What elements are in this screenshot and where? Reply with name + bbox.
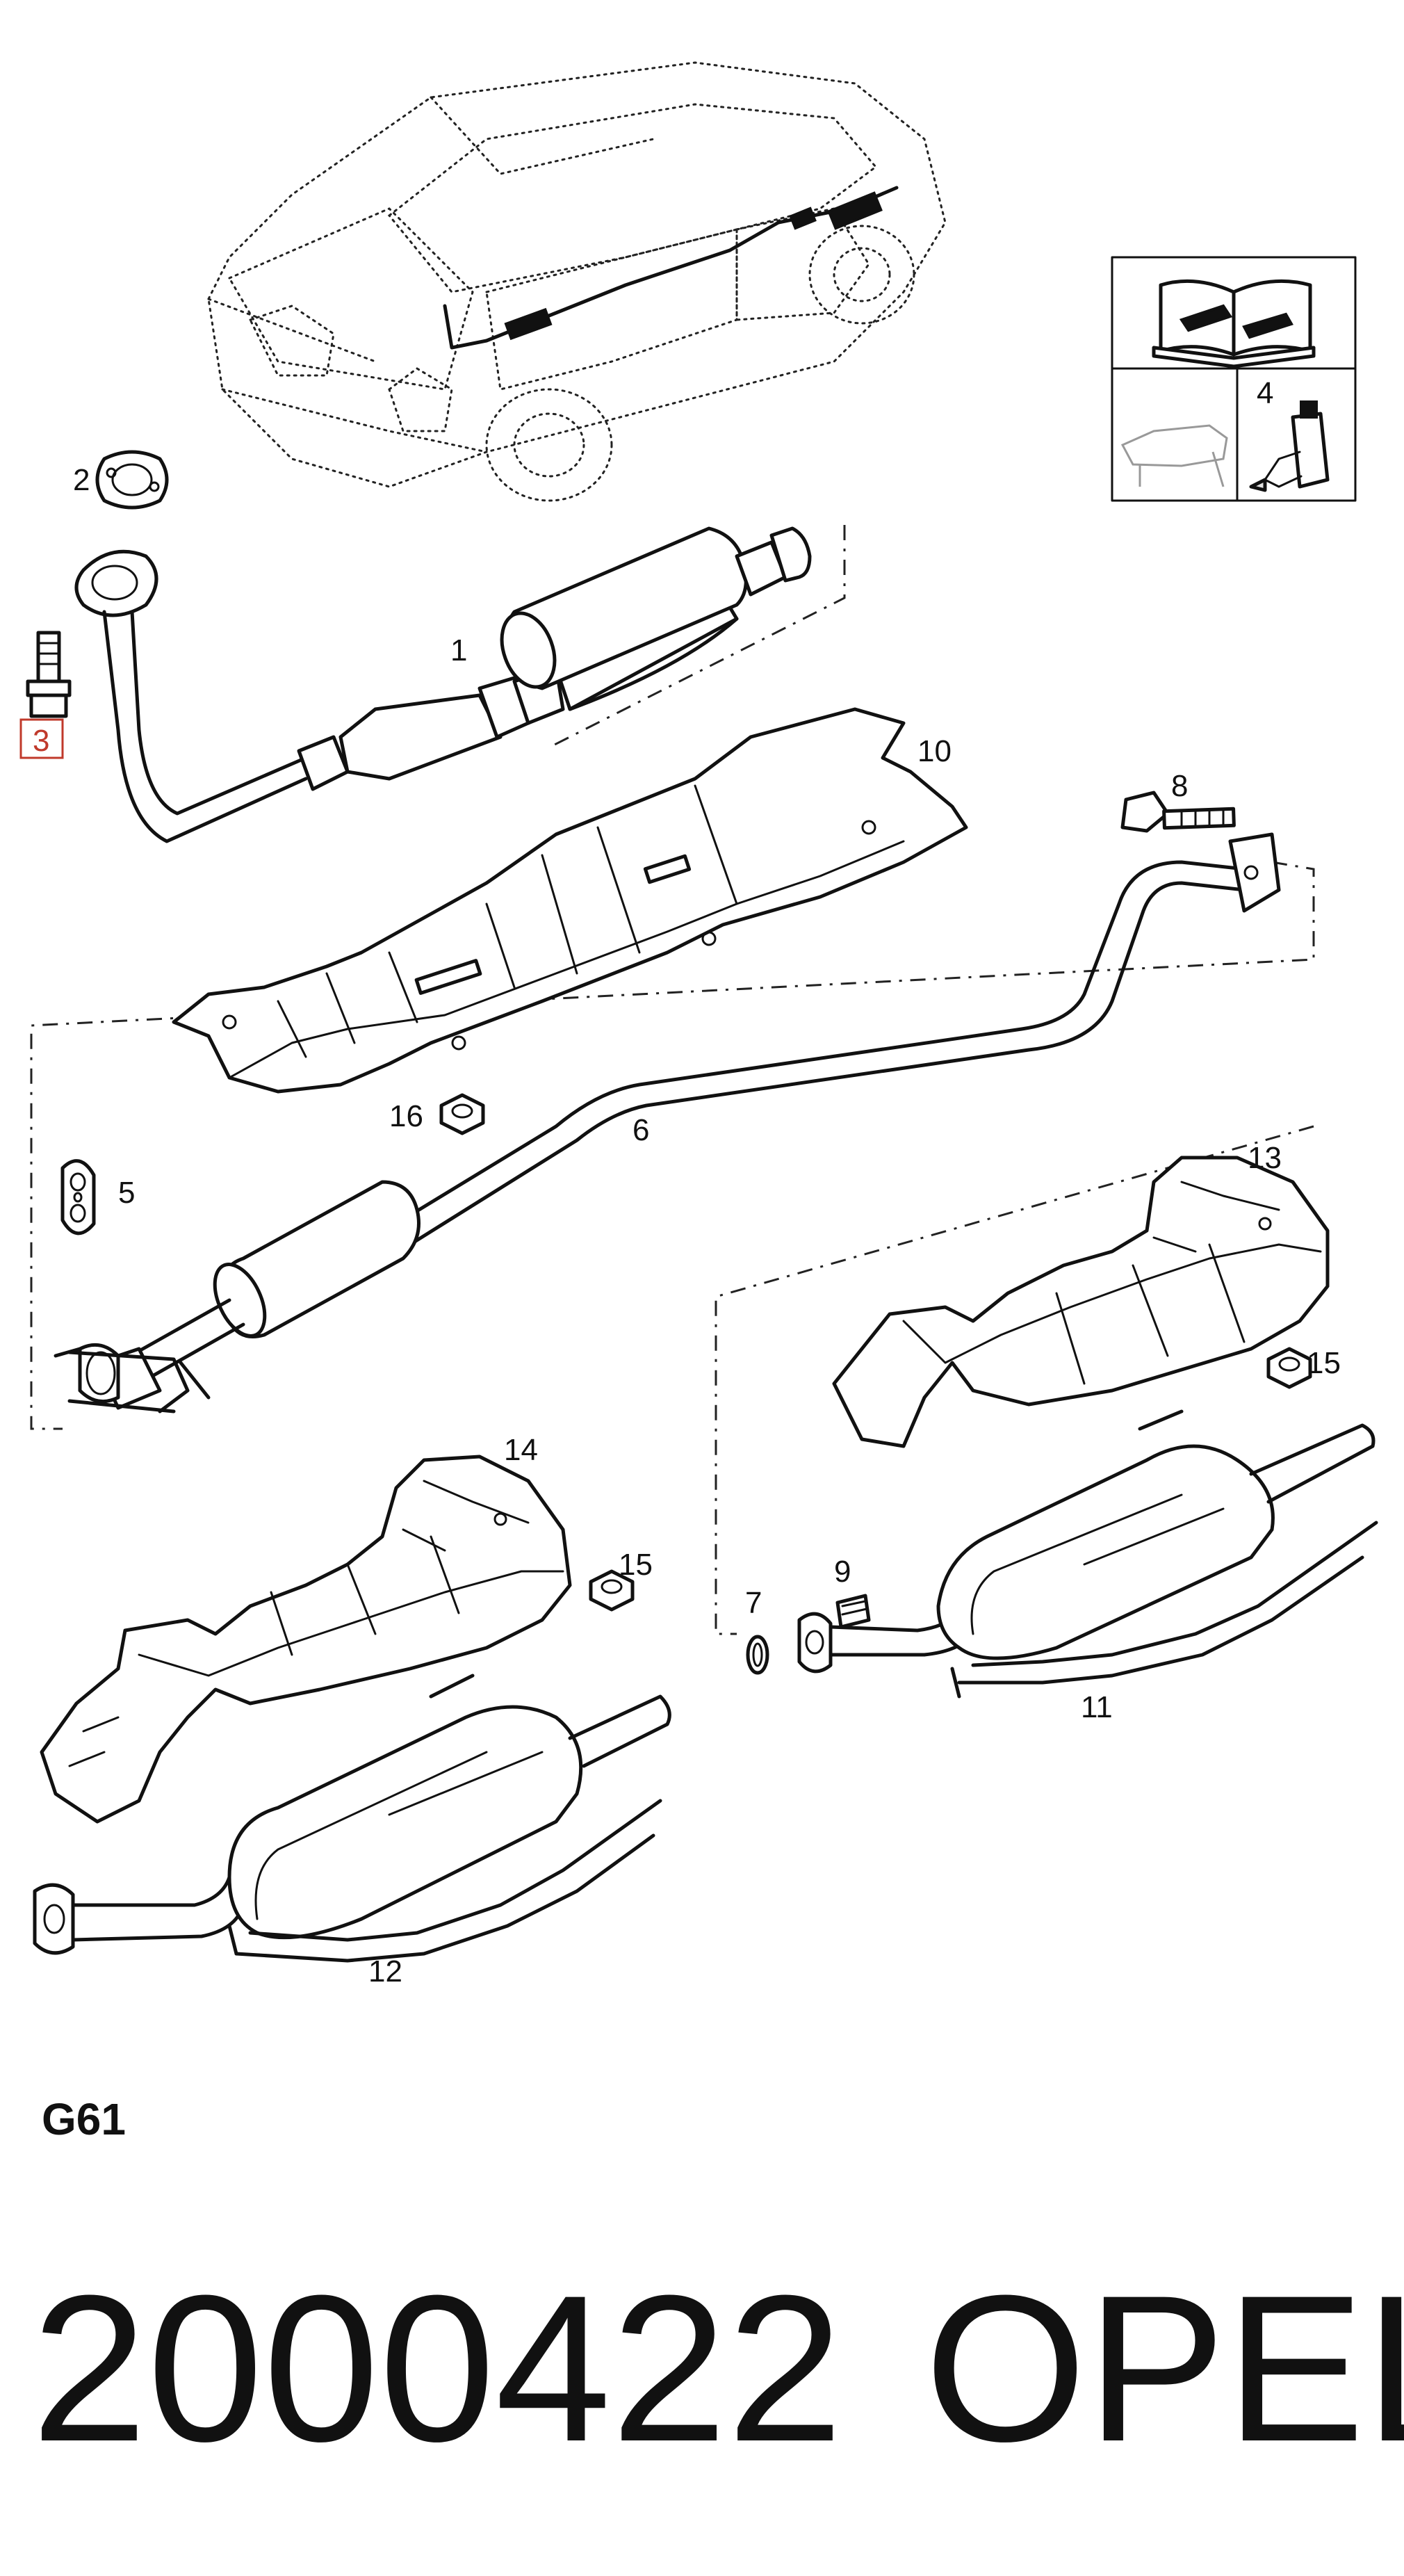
part-13-heat-shield xyxy=(832,1156,1330,1448)
callout-16: 16 xyxy=(389,1099,423,1133)
part-16-nut xyxy=(439,1093,485,1135)
part-15-nut-a xyxy=(1266,1347,1312,1389)
callout-3: 3 xyxy=(33,724,49,758)
part-5-rubber-hanger xyxy=(60,1159,96,1236)
group-boundary-6 xyxy=(30,861,1315,1430)
callout-6: 6 xyxy=(632,1113,649,1147)
part-10-heat-shield xyxy=(172,707,968,1094)
callout-2: 2 xyxy=(73,463,90,497)
part-6-intermediate-pipe xyxy=(54,832,1281,1413)
callout-7: 7 xyxy=(745,1586,762,1620)
part-number: 2000422 xyxy=(31,2251,843,2485)
part-9-clamp xyxy=(835,1594,871,1629)
brand-name: OPEL xyxy=(924,2251,1404,2485)
callout-15-a: 15 xyxy=(1307,1346,1341,1380)
vehicle-lift-icon xyxy=(1120,424,1228,487)
group-boundary-1 xyxy=(548,525,846,749)
callout-15-b: 15 xyxy=(619,1548,653,1582)
part-2-gasket xyxy=(95,450,169,510)
part-8-bolt xyxy=(1120,791,1236,833)
group-boundary-11 xyxy=(715,1125,1314,1635)
part-1-front-pipe xyxy=(74,526,812,843)
part-15-nut-b xyxy=(589,1569,635,1612)
callout-4: 4 xyxy=(1257,376,1273,410)
diagram-code: G61 xyxy=(42,2094,126,2144)
callout-14: 14 xyxy=(504,1433,538,1467)
part-14-heat-shield xyxy=(40,1455,572,1824)
part-11-rear-silencer xyxy=(797,1409,1378,1699)
callout-12: 12 xyxy=(368,1954,402,1988)
part-7-o-ring xyxy=(746,1635,769,1675)
car-illustration xyxy=(207,61,947,502)
repair-manual-icon xyxy=(1152,279,1316,368)
callout-13: 13 xyxy=(1248,1141,1282,1175)
sealant-tube-icon xyxy=(1249,400,1330,492)
callout-5: 5 xyxy=(118,1176,135,1210)
info-panel xyxy=(1111,256,1357,502)
callout-8: 8 xyxy=(1171,769,1188,803)
callout-11: 11 xyxy=(1081,1690,1113,1724)
part-3-highlight-box xyxy=(19,718,64,759)
callout-9: 9 xyxy=(834,1555,851,1589)
part-12-rear-silencer xyxy=(33,1674,671,1963)
callout-10: 10 xyxy=(917,734,952,768)
callout-1: 1 xyxy=(450,633,467,667)
part-3-bolt xyxy=(26,631,72,718)
